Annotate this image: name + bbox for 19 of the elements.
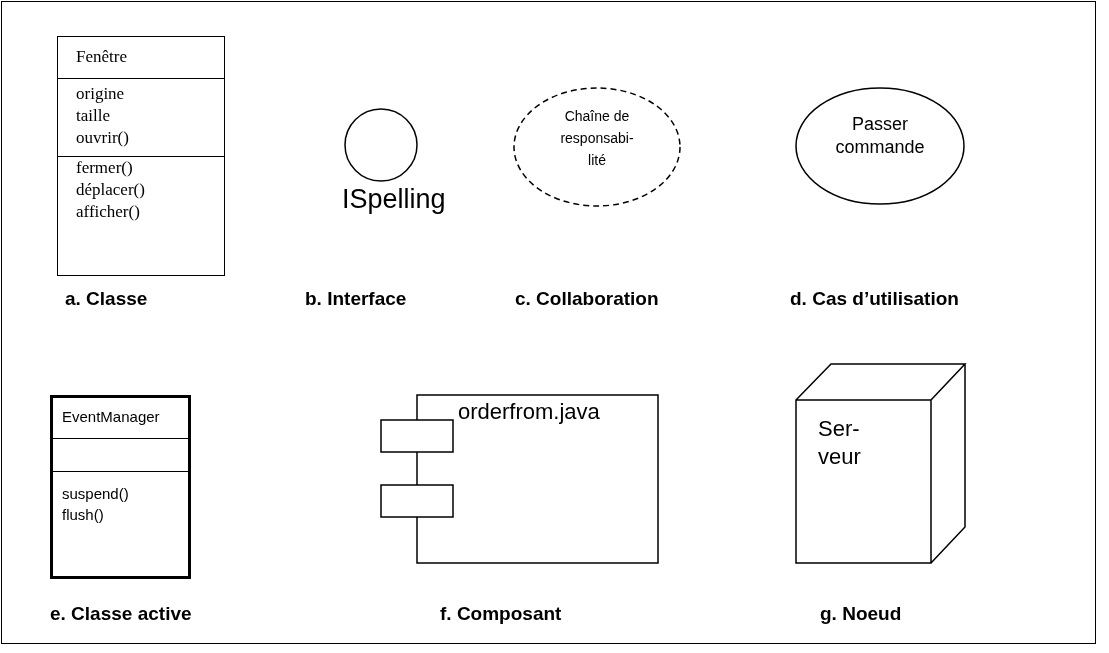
- figure-caption: g. Noeud: [820, 603, 902, 625]
- class-box: [57, 36, 225, 276]
- operation-list: fermer() déplacer() afficher(): [76, 157, 145, 223]
- interface-name: ISpelling: [342, 183, 446, 215]
- operation-list: suspend() flush(): [62, 483, 129, 525]
- figure-caption: f. Composant: [440, 603, 562, 625]
- use-case-name: Passer commande: [835, 113, 925, 159]
- figure-caption: c. Collaboration: [515, 288, 659, 310]
- collaboration-name: Chaîne de responsabi- lité: [559, 107, 635, 170]
- figure-caption: a. Classe: [65, 288, 148, 310]
- class-name: Fenêtre: [76, 46, 127, 68]
- active-class-box: [50, 395, 191, 579]
- figure-caption: e. Classe active: [50, 603, 192, 625]
- figure-caption: b. Interface: [305, 288, 407, 310]
- node-name: Ser- veur: [818, 415, 861, 471]
- component-name: orderfrom.java: [458, 398, 600, 426]
- figure-caption: d. Cas d’utilisation: [790, 288, 959, 310]
- attribute-list: origine taille ouvrir(): [76, 83, 129, 149]
- class-name: EventManager: [62, 407, 160, 427]
